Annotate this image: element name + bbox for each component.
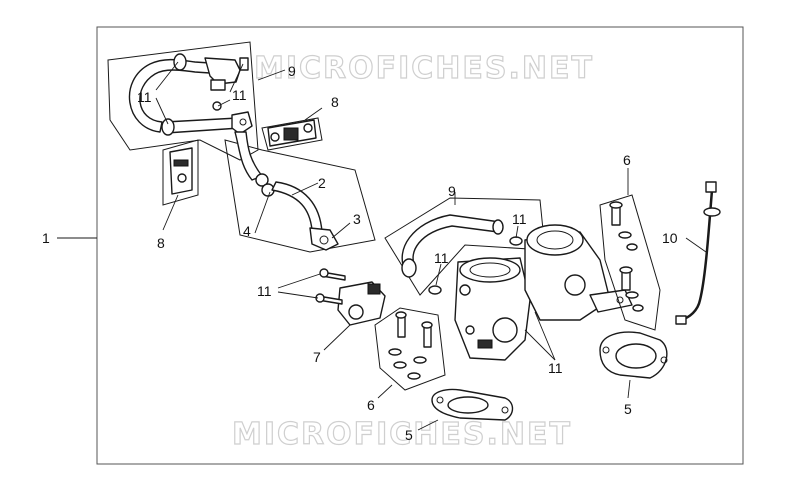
- sensor-plug: [367, 283, 381, 295]
- bracket-block: [283, 127, 299, 141]
- callout-7: 7: [313, 349, 321, 365]
- small-washer-icon: [212, 101, 222, 111]
- sensor-body: [169, 147, 193, 195]
- sensor-tab: [173, 159, 189, 167]
- cable-washer: [703, 207, 721, 217]
- callout-5-bottom: 5: [405, 427, 413, 443]
- flange-bore: [447, 396, 489, 414]
- group-outline-9-top: [107, 41, 259, 161]
- clamp-11: [428, 285, 442, 295]
- group-outline-6-right: [599, 194, 661, 331]
- hose-fitting: [204, 57, 241, 85]
- callout-5-right: 5: [624, 401, 632, 417]
- callout-4: 4: [243, 223, 251, 239]
- breather-hose-lower: [164, 117, 241, 134]
- flange-hole: [436, 396, 444, 404]
- callout-6-left: 6: [367, 397, 375, 413]
- callout-1: 1: [42, 230, 50, 246]
- callout-11-c: 11: [512, 211, 527, 227]
- callout-9-top: 9: [288, 63, 296, 79]
- hose-end: [492, 219, 504, 235]
- hose-tee-fitting: [231, 111, 253, 135]
- callout-2: 2: [318, 175, 326, 191]
- bracket-hole: [303, 123, 313, 133]
- group-outline-2-4: [224, 139, 376, 253]
- callout-3: 3: [353, 211, 361, 227]
- callout-8-left: 8: [157, 235, 165, 251]
- bolt-kit-right: [609, 201, 644, 312]
- curved-pipe-2: [271, 181, 323, 233]
- sensor-bracket-8-left: [162, 139, 199, 206]
- callout-11-f: 11: [548, 360, 563, 376]
- leader-lines: [155, 61, 707, 431]
- sensor-port: [177, 173, 187, 183]
- group-outline-6-left: [374, 307, 446, 391]
- tee-port: [239, 118, 247, 126]
- hose-clamp-icon: [161, 118, 175, 136]
- elbow-port: [319, 235, 329, 245]
- clamp-11: [509, 236, 523, 246]
- callout-11-b: 11: [232, 87, 247, 103]
- bracket-outline-8-right: [261, 117, 323, 151]
- callout-11-d: 11: [434, 250, 449, 266]
- flange-bore: [615, 343, 657, 369]
- cable-end: [705, 181, 717, 193]
- sensor-hub: [348, 304, 364, 320]
- hose-end: [401, 258, 417, 278]
- flange-hole: [602, 346, 610, 354]
- o-ring-icon: [255, 173, 269, 187]
- fitting-cap: [210, 79, 226, 91]
- watermark-bottom: MICROFICHES.NET: [232, 417, 572, 452]
- throttle-cable-10: [679, 189, 714, 322]
- cable-plug: [675, 315, 687, 325]
- callout-11-e: 11: [257, 283, 272, 299]
- elbow-fitting-3: [309, 227, 339, 251]
- callout-8-right: 8: [331, 94, 339, 110]
- diagram-frame: [96, 26, 744, 465]
- flange-hole: [501, 406, 509, 414]
- bracket-hole: [270, 132, 280, 142]
- vertical-hose: [234, 131, 263, 181]
- hose-clamp-icon: [173, 53, 187, 71]
- callout-9-right: 9: [448, 183, 456, 199]
- flange-hole: [660, 356, 668, 364]
- throttle-body: [454, 224, 633, 361]
- callout-10: 10: [662, 230, 678, 246]
- screw-head: [319, 268, 329, 278]
- watermark-top: MICROFICHES.NET: [254, 51, 594, 86]
- bolt-kit-left: [388, 311, 433, 380]
- callout-11-a: 11: [137, 89, 152, 105]
- callout-6-right: 6: [623, 152, 631, 168]
